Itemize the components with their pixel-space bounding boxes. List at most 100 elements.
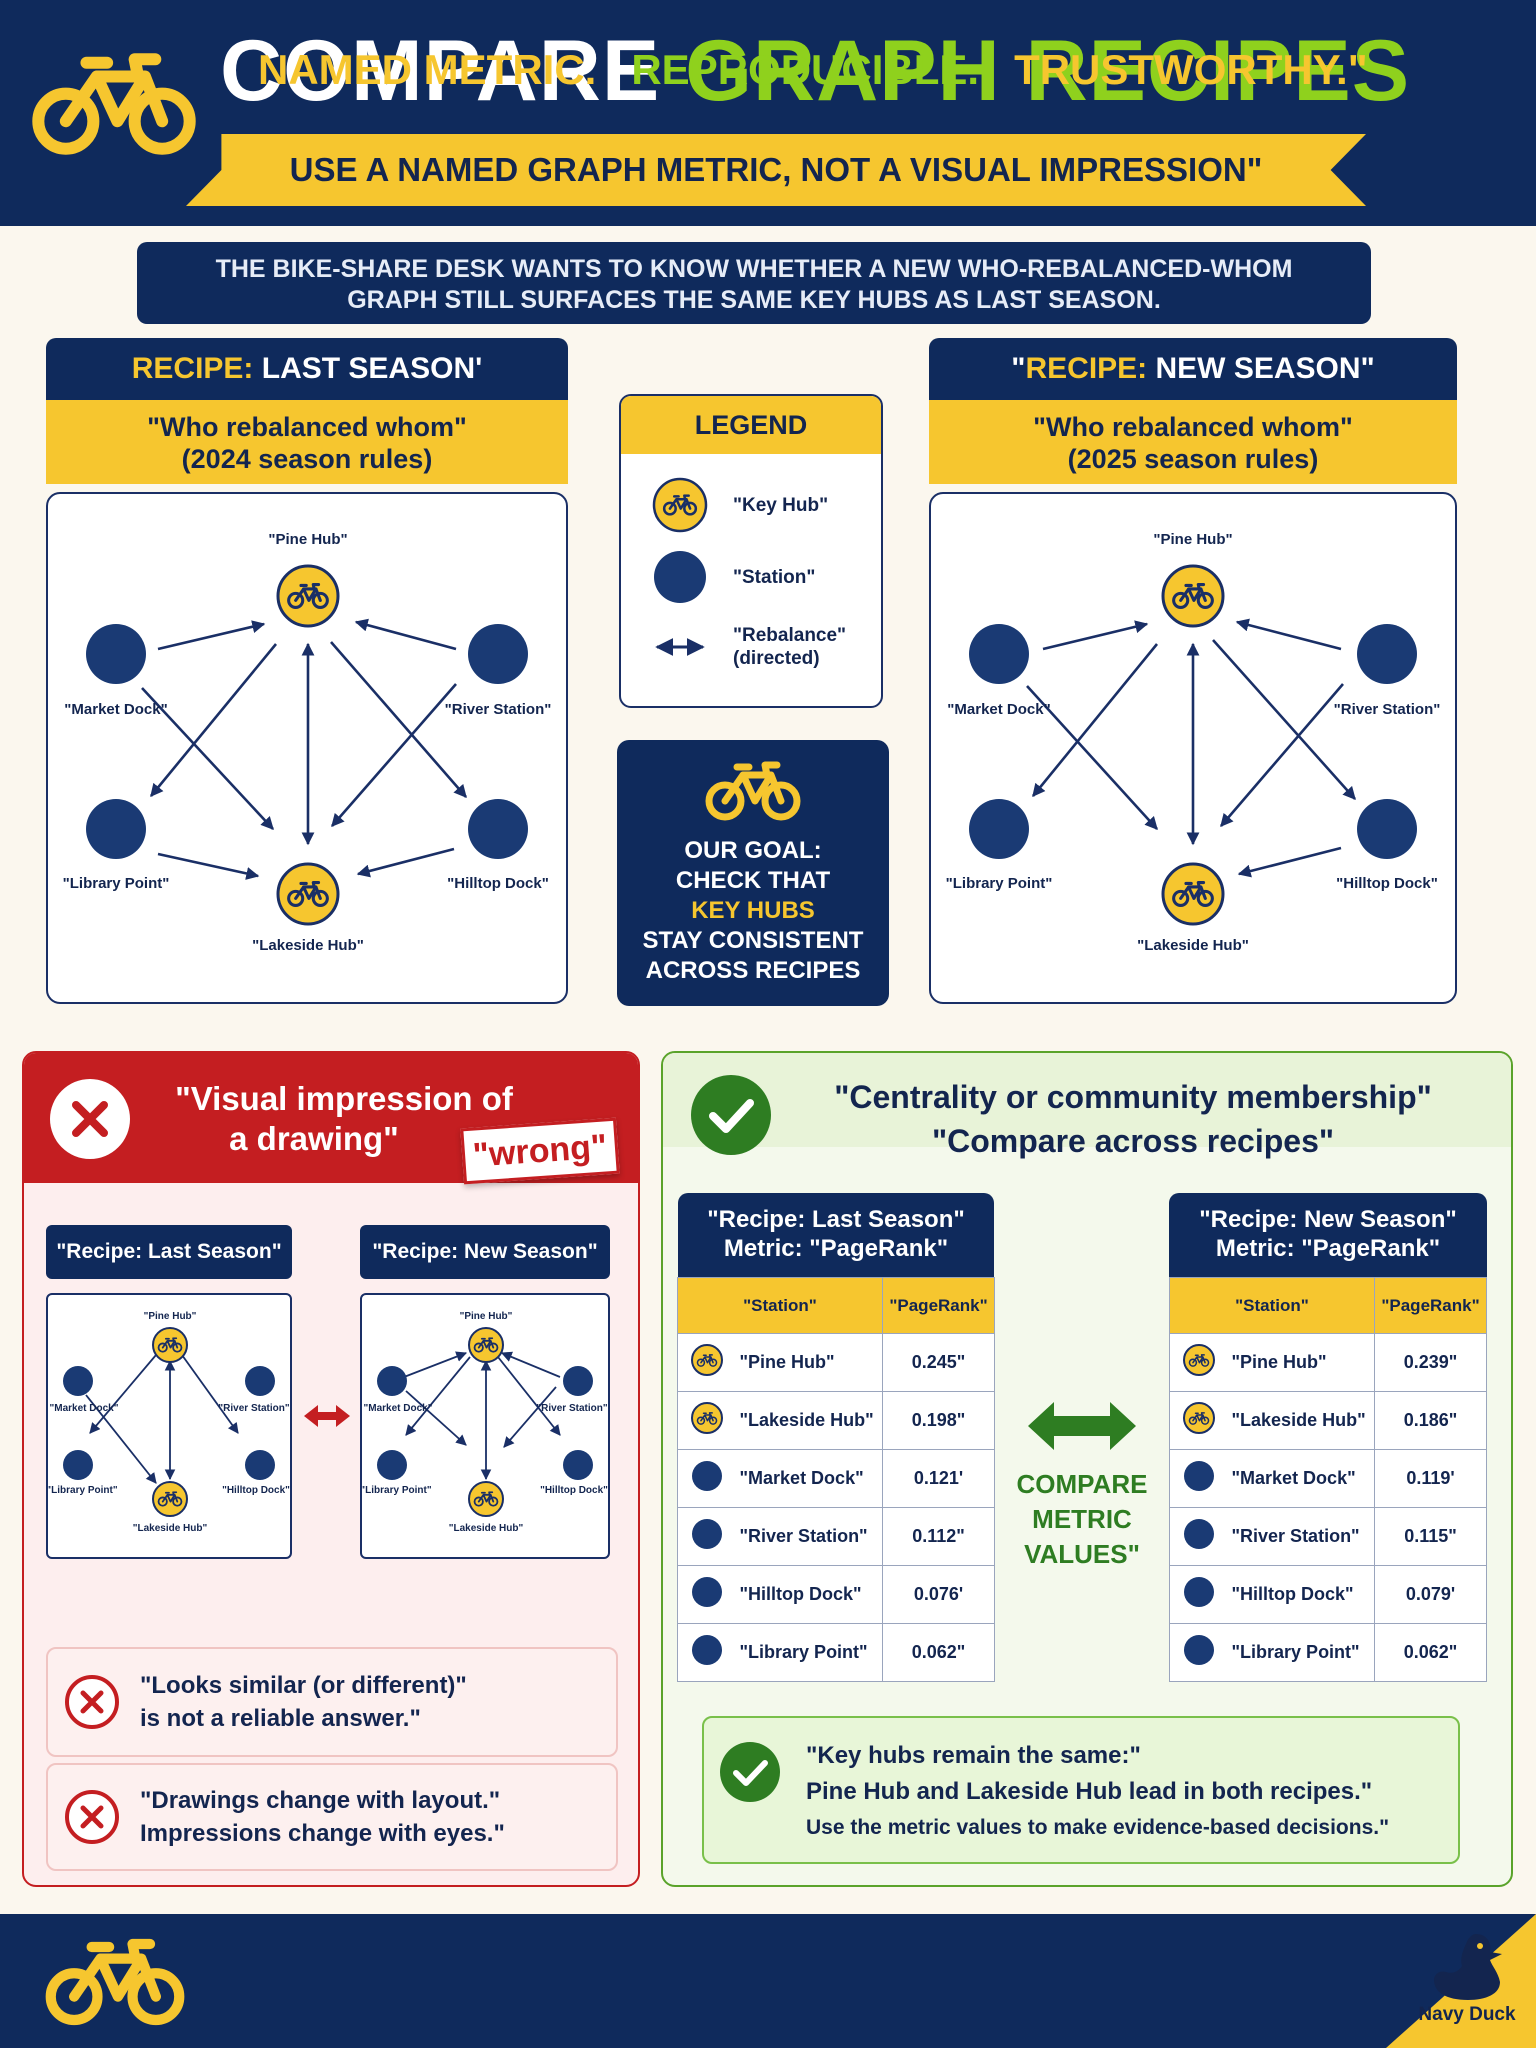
- subtitle-ribbon: USE A NAMED GRAPH METRIC, NOT A VISUAL I…: [186, 134, 1366, 206]
- footer-banner: [0, 1914, 1536, 2048]
- goal-line5: ACROSS RECIPES: [645, 957, 861, 984]
- compare-label: COMPARE METRIC VALUES": [1011, 1467, 1153, 1572]
- pagerank-value: 0.076': [882, 1565, 995, 1624]
- node-market-dock: [63, 1366, 93, 1396]
- compare-line1: COMPARE: [1016, 1469, 1148, 1499]
- edge: [1237, 846, 1342, 878]
- label-lakeside-hub: "Lakeside Hub": [252, 937, 364, 954]
- goal-line2: CHECK THAT: [675, 867, 831, 894]
- bike-hub-icon: [1169, 1333, 1228, 1392]
- check-circle-icon: [691, 1075, 771, 1155]
- edge: [157, 852, 260, 880]
- station-name: "River Station": [1227, 1507, 1375, 1566]
- label-pine-hub: "Pine Hub": [1153, 531, 1232, 548]
- table-row: "River Station"0.115": [1169, 1507, 1487, 1566]
- label-river-station: "River Station": [1334, 701, 1441, 718]
- right-title-line2: "Compare across recipes": [931, 1123, 1335, 1159]
- node-market-dock: [969, 624, 1029, 684]
- station-dot-icon: [677, 1507, 736, 1566]
- table-row: "Pine Hub"0.239": [1169, 1333, 1487, 1392]
- graph-last-season-svg: "Pine Hub" "Market Dock" "River Station"…: [63, 531, 552, 954]
- bike-logo-icon: [28, 48, 200, 160]
- node-hilltop-dock: [563, 1450, 593, 1480]
- station-dot-icon: [1169, 1449, 1228, 1508]
- mini-label-river-station: "River Station": [218, 1403, 289, 1414]
- recipe-new-season-sub: "Who rebalanced whom" (2025 season rules…: [929, 400, 1457, 484]
- table-head-line1: "Recipe: New Season": [1199, 1206, 1457, 1233]
- table-row: "Hilltop Dock"0.076': [677, 1565, 995, 1624]
- brand-name: Navy Duck: [1418, 2004, 1516, 2025]
- node-river-station: [1357, 624, 1417, 684]
- graph-last-season: "Pine Hub" "Market Dock" "River Station"…: [46, 492, 568, 1004]
- label-market-dock: "Market Dock": [64, 701, 167, 718]
- mini-label-market-dock: "Market Dock": [50, 1403, 119, 1414]
- pagerank-value: 0.121': [882, 1449, 995, 1508]
- col-station: "Station": [677, 1277, 883, 1334]
- col-pagerank: "PageRank": [882, 1277, 995, 1334]
- duck-logo-icon: [1434, 1934, 1502, 2000]
- legend-key-hub-label: "Key Hub": [733, 494, 829, 516]
- legend-rebalance: "Rebalance" (directed): [651, 624, 846, 670]
- bike-icon: [703, 760, 803, 822]
- station-dot-icon: [677, 1449, 736, 1508]
- wrong-note-1-text: "Looks similar (or different)" is not a …: [140, 1669, 467, 1735]
- compare-line3: VALUES": [1024, 1539, 1140, 1569]
- station-name: "Lakeside Hub": [735, 1391, 883, 1450]
- legend-rebalance-text: "Rebalance": [733, 625, 847, 646]
- station-name: "Pine Hub": [1227, 1333, 1375, 1392]
- recipe-label: RECIPE:: [131, 352, 254, 385]
- table-row: "Pine Hub"0.245": [677, 1333, 995, 1392]
- conclusion-line2: Pine Hub and Lakeside Hub lead in both r…: [806, 1778, 1373, 1805]
- intro-line2: GRAPH STILL SURFACES THE SAME KEY HUBS A…: [347, 286, 1161, 314]
- node-library-point: [63, 1450, 93, 1480]
- footer-slogan: NAMED METRIC. REPRODUCIBLE. TRUSTWORTHY.…: [258, 46, 1368, 94]
- edge: [331, 683, 457, 827]
- bike-hub-icon: [677, 1391, 736, 1450]
- graph-new-season-svg: "Pine Hub" "Market Dock" "River Station"…: [946, 531, 1441, 954]
- pagerank-table-last-season: "Recipe: Last Season" Metric: "PageRank": [678, 1193, 994, 1277]
- mini-label-hilltop-dock: "Hilltop Dock": [540, 1485, 608, 1496]
- table-row: "Lakeside Hub"0.186": [1169, 1391, 1487, 1450]
- node-hilltop-dock: [468, 799, 528, 859]
- legend-title: LEGEND: [621, 396, 881, 454]
- station-name: "Market Dock": [735, 1449, 883, 1508]
- edge: [1031, 643, 1159, 798]
- green-double-arrow-icon: [1028, 1402, 1136, 1450]
- pagerank-value: 0.112": [882, 1507, 995, 1566]
- node-river-station: [563, 1366, 593, 1396]
- pagerank-value: 0.079': [1374, 1565, 1487, 1624]
- recipe-last-season-panel: RECIPE: LAST SEASON' "Who rebalanced who…: [46, 338, 568, 484]
- recipe-last-season-sub: "Who rebalanced whom" (2024 season rules…: [46, 400, 568, 484]
- edge: [330, 641, 467, 798]
- wrong-tag: "wrong": [460, 1117, 620, 1185]
- table-head-line2: Metric: "PageRank": [723, 1235, 949, 1262]
- mini-graph-last-season: "Pine Hub" "Market Dock" "River Station"…: [46, 1293, 292, 1559]
- mini-graph-new-season: "Pine Hub" "Market Dock" "River Station"…: [360, 1293, 610, 1559]
- wrong-note-2: "Drawings change with layout." Impressio…: [46, 1763, 618, 1871]
- pagerank-value: 0.186": [1374, 1391, 1487, 1450]
- edge: [149, 643, 278, 798]
- station-name: "Lakeside Hub": [1227, 1391, 1375, 1450]
- node-market-dock: [377, 1366, 407, 1396]
- edge: [354, 618, 457, 651]
- recipe-last-season-head: RECIPE: LAST SEASON': [46, 338, 568, 400]
- table-rows: "Pine Hub"0.239""Lakeside Hub"0.186""Mar…: [1169, 1333, 1487, 1682]
- legend-key-hub: "Key Hub": [651, 476, 828, 534]
- title-part1: COMPARE: [220, 23, 661, 119]
- legend-rebalance-label: "Rebalance" (directed): [733, 624, 846, 670]
- edge: [85, 1394, 157, 1484]
- station-dot-icon: [654, 551, 706, 603]
- label-hilltop-dock: "Hilltop Dock": [1336, 875, 1438, 892]
- table-body-new-season: "Station" "PageRank" "Pine Hub"0.239""La…: [1169, 1277, 1487, 1682]
- table-row: "Lakeside Hub"0.198": [677, 1391, 995, 1450]
- edge: [503, 1386, 557, 1448]
- right-title-line1: "Centrality or community membership": [834, 1079, 1432, 1115]
- station-name: "Library Point": [1227, 1623, 1375, 1682]
- station-dot-icon: [1169, 1623, 1228, 1682]
- mini-graph-svg: "Pine Hub" "Market Dock" "River Station"…: [46, 1311, 290, 1534]
- label-lakeside-hub: "Lakeside Hub": [1137, 937, 1249, 954]
- station-dot-icon: [1169, 1565, 1228, 1624]
- mini-label-lakeside-hub: "Lakeside Hub": [133, 1523, 208, 1534]
- conclusion-box: "Key hubs remain the same:" Pine Hub and…: [702, 1716, 1460, 1864]
- label-market-dock: "Market Dock": [947, 701, 1050, 718]
